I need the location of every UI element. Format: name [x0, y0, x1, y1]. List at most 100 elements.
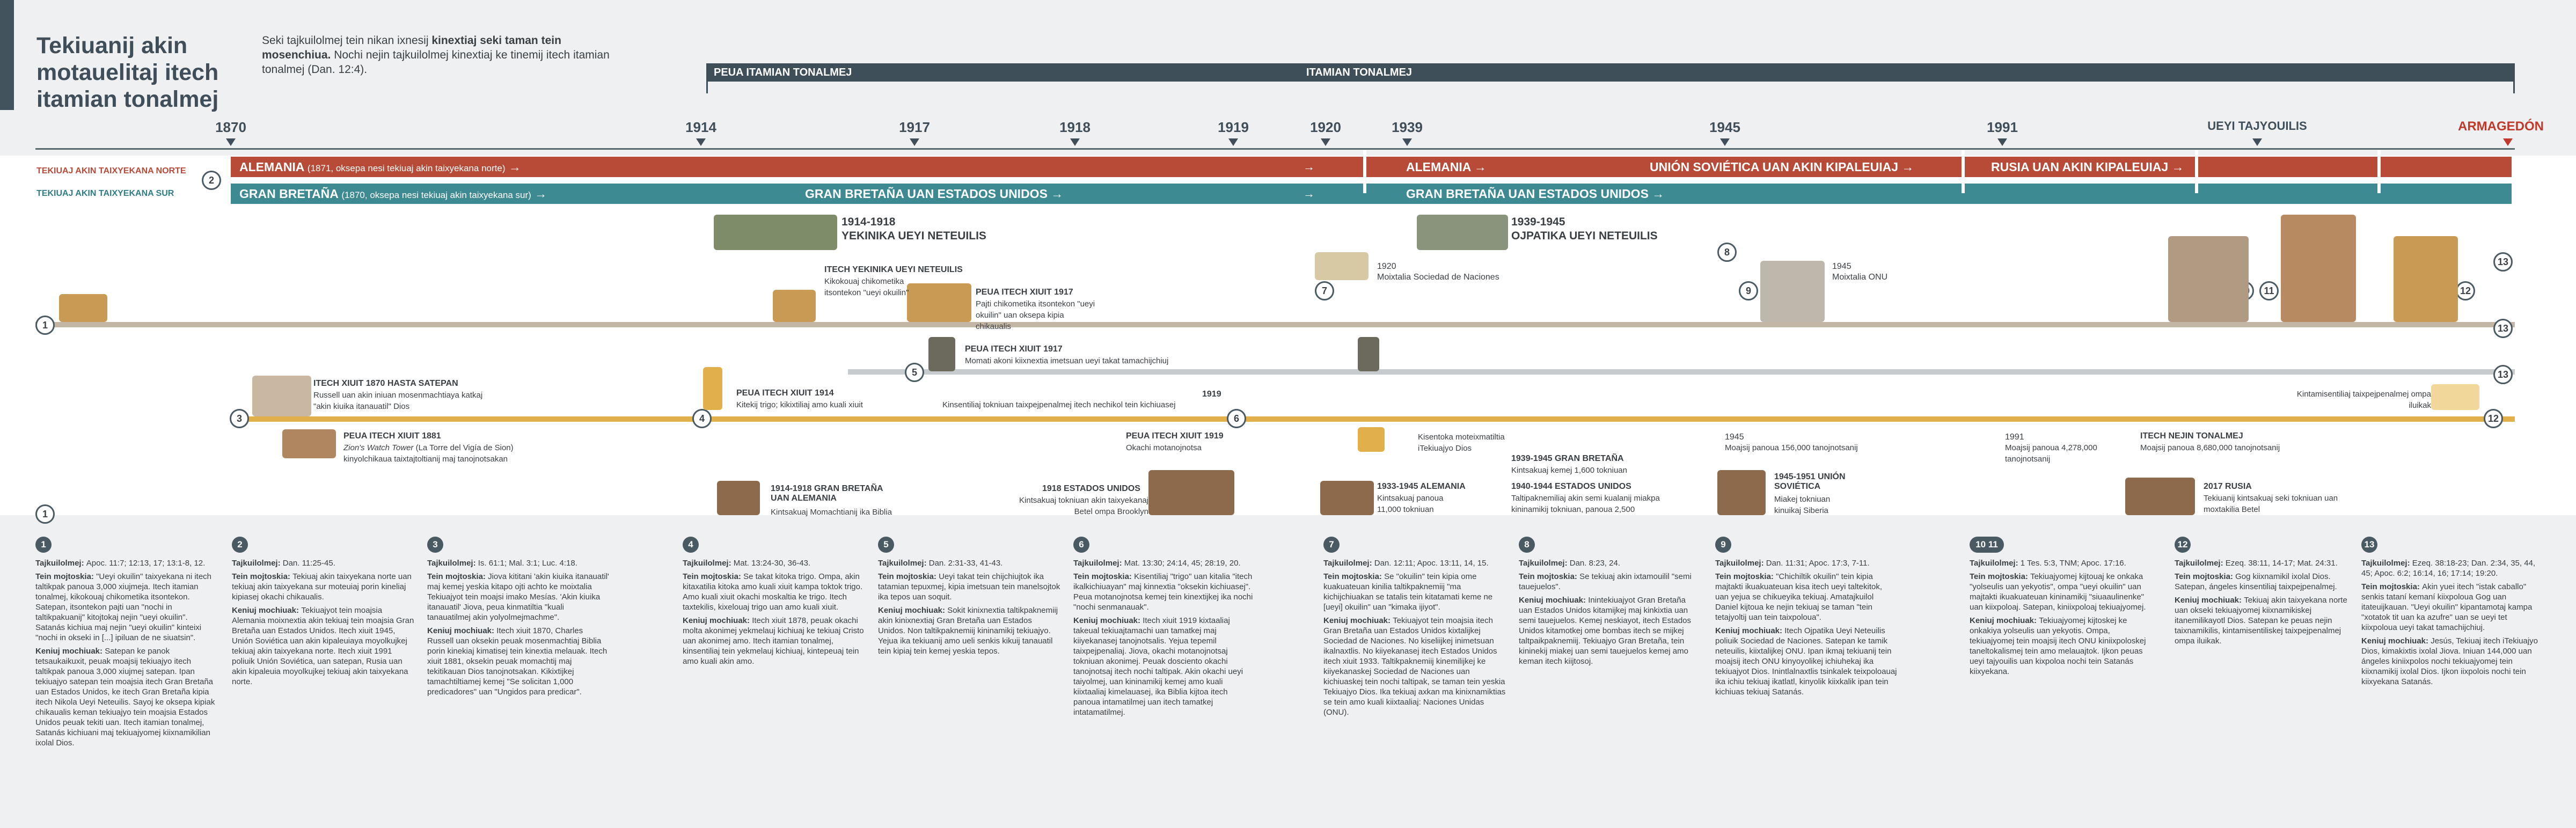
- year-marker: [2503, 138, 2513, 146]
- year-label-armagedon: ARMAGEDÓN: [2458, 119, 2544, 134]
- heaven-illustration: [2431, 384, 2479, 410]
- russia-prisoners-illustration: [2125, 478, 2195, 515]
- event-1945-year: 1945: [1832, 262, 1851, 271]
- event-eu1940-text: Taltipaknemiliaj akin semi kualanij miak…: [1511, 494, 1660, 514]
- event-eu1918-text: Kintsakuaj tokniuan akin taixyekanaj Bet…: [1019, 496, 1148, 516]
- year-label: 1919: [1218, 119, 1249, 135]
- note-references: Tajkuilolmej: Mat. 13:24-30, 36-43.: [683, 559, 811, 568]
- note-prophecy: Tein mojtoskia: Tekiuajyomej kijtouaj ke…: [1970, 572, 2146, 612]
- marker-12: 12: [2456, 281, 2475, 301]
- marker-7: 7: [1315, 281, 1334, 301]
- note-prophecy: Tein mojtoskia: Ueyi takat tein chijchiu…: [878, 572, 1060, 602]
- note-prophecy: Tein mojtoskia: Akin yuei itech "istak c…: [2361, 582, 2533, 632]
- note-number: 9: [1715, 537, 1731, 553]
- bar-label-bretana: GRAN BRETAÑA (1870, oksepa nesi tekiuaj …: [239, 187, 547, 201]
- image-lane: [848, 369, 2515, 375]
- year-label: 1991: [1987, 119, 2018, 135]
- warplanes-illustration: [1417, 215, 1508, 250]
- note-fulfillment: Keniuj mochiuak: Itech xiuit 1878, peuak…: [683, 616, 864, 666]
- marker-13c: 13: [2493, 365, 2513, 384]
- year-marker: [910, 138, 919, 146]
- year-marker: [696, 138, 706, 146]
- year-marker: [1402, 138, 1412, 146]
- note-number: 12: [2175, 537, 2191, 553]
- note-references: Tajkuilolmej: Dan. 11:31; Apoc. 17:3, 7-…: [1715, 559, 1870, 568]
- year-label: 1918: [1059, 119, 1091, 135]
- armies-illustration: [2394, 236, 2458, 322]
- note-number: 6: [1073, 537, 1089, 553]
- year-marker: [1070, 138, 1080, 146]
- event-peua1917-text: Pajti chikometika itsontekon "ueyi okuil…: [976, 299, 1095, 331]
- event-gb1914-text: Kintsakuaj Momachtianij ika Biblia: [771, 508, 892, 517]
- event-1945b-year: 1945: [1725, 433, 1744, 442]
- bar-label-alemania2: ALEMANIA →: [1406, 160, 1487, 174]
- event-tonalmej-head: ITECH NEJIN TONALMEJ: [2140, 431, 2243, 441]
- bar-label-bretana-eu2: GRAN BRETAÑA UAN ESTADOS UNIDOS →: [1406, 187, 1665, 201]
- lane-label-south: TEKIUAJ AKIN TAIXYEKANA SUR: [36, 189, 174, 198]
- year-label: 1917: [899, 119, 930, 135]
- period-separator: [1962, 150, 1965, 193]
- event-gb1914-head: 1914-1918 GRAN BRETAÑA UAN ALEMANIA: [771, 484, 883, 503]
- ww1-title: YEKINIKA UEYI NETEUILIS: [841, 230, 986, 242]
- beast-lane: [35, 322, 2515, 327]
- event-eu1918-head: 1918 ESTADOS UNIDOS: [1042, 484, 1140, 493]
- prison-bars-illustration: [717, 481, 760, 515]
- year-label: 1945: [1709, 119, 1740, 135]
- marker-8: 8: [1717, 243, 1737, 262]
- note-references: Tajkuilolmej: Dan. 11:25-45.: [232, 559, 335, 568]
- event-eu1940-head: 1940-1944 ESTADOS UNIDOS: [1511, 482, 1631, 491]
- event-peua1917b-text: Momati akoni kiixnextia imetsuan ueyi ta…: [965, 356, 1169, 365]
- note-prophecy: Tein mojtoskia: "Chichiltik okuilin" tei…: [1715, 572, 1882, 622]
- note-references: Tajkuilolmej: 1 Tes. 5:3, TNM; Apoc. 17:…: [1970, 559, 2126, 568]
- event-us1945-text: Miakej tokniuan kinuikaj Siberia: [1774, 495, 1831, 515]
- note-prophecy: Tein mojtoskia: Tekiuaj akin taixyekana …: [232, 572, 412, 602]
- note-prophecy: Tein mojtoskia: Se tekiuaj akin ixtamoui…: [1519, 572, 1692, 591]
- period-peua: PEUA ITAMIAN TONALMEJ: [706, 63, 1311, 82]
- year-label: UEYI TAJYOUILIS: [2207, 119, 2307, 133]
- feet-illustration-2: [1358, 337, 1379, 371]
- event-1920-text: Moixtalia Sociedad de Naciones: [1377, 273, 1499, 282]
- event-1945b-text: Moajsij panoua 156,000 tanojnotsanij: [1725, 443, 1858, 452]
- year-marker: [1321, 138, 1330, 146]
- note-prophecy: Tein mojtoskia: Se takat kitoka trigo. O…: [683, 572, 863, 612]
- note-fulfillment: Keniuj mochiuak: Jesús, Tekiuaj itech iT…: [2361, 636, 2538, 686]
- intro-text: Seki tajkuilolmej tein nikan ixnesij kin…: [262, 34, 610, 76]
- healed-beast-illustration: [907, 283, 971, 322]
- event-gb1939-head: 1939-1945 GRAN BRETAÑA: [1511, 454, 1624, 463]
- note-number: 2: [232, 537, 248, 553]
- prisoners-illustration-2: [1320, 481, 1374, 515]
- period-itamian: ITAMIAN TONALMEJ: [1299, 63, 2515, 82]
- period-separator: [2195, 150, 2198, 193]
- period-tick: [2513, 80, 2515, 93]
- crown-illustration: [1358, 427, 1385, 452]
- event-1870-text: Russell uan akin iniuan mosenmachtiaya k…: [313, 391, 483, 411]
- event-1919b-head: PEUA ITECH XIUIT 1919: [1126, 431, 1224, 441]
- event-1991-text: Moajsij panoua 4,278,000 tanojnotsanij: [2005, 443, 2097, 464]
- event-1920-year: 1920: [1377, 262, 1396, 271]
- bar-label-bretana-eu: GRAN BRETAÑA UAN ESTADOS UNIDOS →: [805, 187, 1064, 201]
- year-marker: [226, 138, 236, 146]
- note-number: 8: [1519, 537, 1535, 553]
- note-prophecy: Tein mojtoskia: Se "okuilin" tein kipia …: [1323, 572, 1493, 612]
- prisoners-illustration: [1148, 470, 1234, 515]
- period-tick: [706, 80, 708, 93]
- note-references: Tajkuilolmej: Dan. 12:11; Apoc. 13:11, 1…: [1323, 559, 1489, 568]
- note-number: 13: [2361, 537, 2377, 553]
- event-1919-year: 1919: [1202, 390, 1221, 399]
- note-references: Tajkuilolmej: Dan. 2:31-33, 41-43.: [878, 559, 1003, 568]
- note-fulfillment: Keniuj mochiuak: Tekiuaj akin taixyekana…: [2175, 596, 2347, 646]
- page-title: Tekiuanij akin motauelitaj itech itamian…: [36, 33, 219, 112]
- ww2-years: 1939-1945: [1511, 216, 1565, 228]
- marker-1b: 1: [35, 504, 55, 524]
- preaching-lane: [231, 416, 2515, 422]
- marker-6: 6: [1227, 409, 1246, 428]
- temple-illustration: [2281, 215, 2356, 322]
- marker-4: 4: [692, 409, 712, 428]
- bar-label-union: UNIÓN SOVIÉTICA UAN AKIN KIPALEUIAJ →: [1650, 160, 1914, 174]
